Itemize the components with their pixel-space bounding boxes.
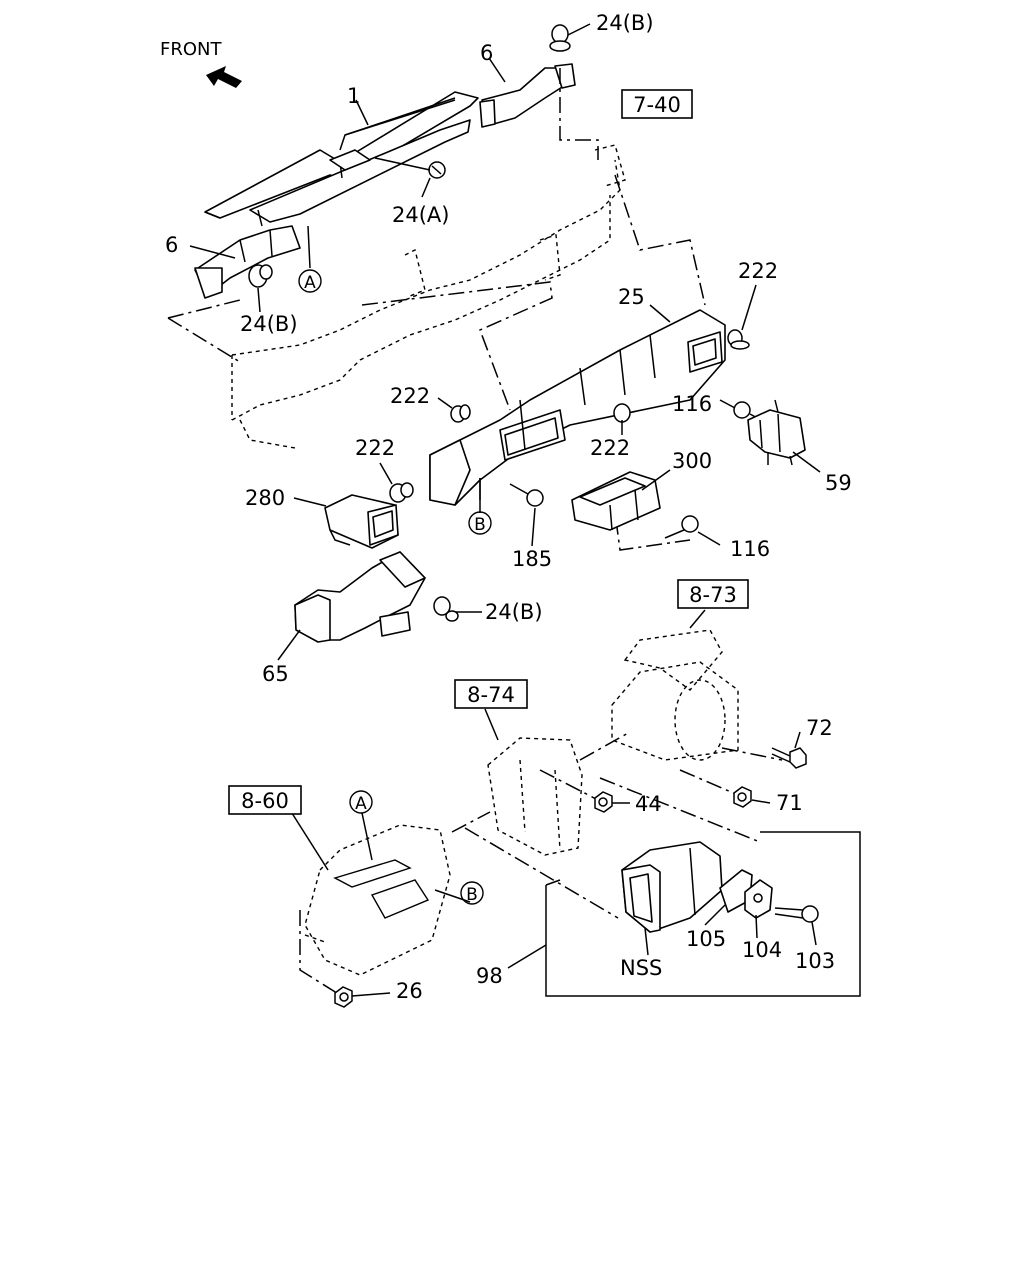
callout-105: 105 [686, 927, 726, 951]
mount-line-26 [299, 910, 341, 996]
vent-part-300 [571, 471, 661, 531]
ref-circle-a-low: A [349, 790, 373, 814]
evaporator-unit-8-74 [487, 737, 583, 856]
ref-circle-a-top: A [298, 269, 322, 293]
callout-24b-mid: 24(B) [485, 600, 543, 624]
link-8-74-8-73 [579, 731, 631, 761]
callout-6-left: 6 [165, 233, 178, 257]
callout-222-right: 222 [738, 259, 778, 283]
kit-98-bracket-tick [545, 879, 561, 886]
duct-nss [621, 841, 723, 933]
leader-lines [189, 23, 821, 997]
cross-car-beam-phantom [231, 144, 626, 449]
callout-222-c: 222 [355, 436, 395, 460]
heater-unit-8-60 [304, 824, 451, 976]
mount-line-main [361, 281, 553, 411]
screw-103 [774, 905, 819, 923]
callout-98: 98 [476, 964, 503, 988]
clip-24b-top [549, 24, 571, 52]
screw-116-bottom [664, 515, 699, 539]
callout-26: 26 [396, 979, 423, 1003]
bolt-72 [771, 747, 807, 769]
clip-24b-left [248, 264, 273, 288]
callout-116-top: 116 [672, 392, 712, 416]
svg-text:7-40: 7-40 [633, 93, 681, 117]
side-duct-part-6-top [479, 63, 576, 128]
link-44 [539, 769, 599, 801]
svg-text:8-60: 8-60 [241, 789, 289, 813]
svg-text:8-74: 8-74 [467, 683, 515, 707]
mount-line-6 [559, 68, 599, 160]
clip-222-right [727, 329, 750, 350]
callout-labels: 1 6 24(B) 24(A) 6 24(B) 25 222 222 222 2… [165, 11, 852, 1003]
link-72 [721, 747, 783, 761]
screw-185 [509, 483, 544, 507]
callout-103: 103 [795, 949, 835, 973]
side-duct-part-65 [294, 551, 426, 643]
callout-nss: NSS [620, 956, 662, 980]
section-ref-8-73[interactable]: 8-73 [677, 579, 749, 609]
side-duct-part-6-left [194, 225, 301, 299]
callout-24b-left: 24(B) [240, 312, 298, 336]
defroster-nozzle-part-1 [204, 91, 479, 227]
callout-222-a: 222 [390, 384, 430, 408]
link-8-60-8-74 [451, 811, 491, 833]
svg-text:B: B [474, 515, 486, 535]
callout-24b-top: 24(B) [596, 11, 654, 35]
mount-line-25 [614, 174, 706, 306]
svg-text:A: A [355, 794, 367, 814]
section-ref-8-60[interactable]: 8-60 [228, 785, 302, 815]
front-arrow-icon [206, 66, 242, 88]
callout-116-bottom: 116 [730, 537, 770, 561]
svg-text:A: A [304, 273, 316, 293]
clip-222-b [613, 403, 631, 423]
vent-part-280 [324, 494, 399, 549]
callout-44: 44 [635, 792, 662, 816]
callout-24a: 24(A) [392, 203, 449, 227]
plate-104 [744, 879, 773, 919]
mount-line-116 [611, 489, 691, 551]
clip-222-a [450, 404, 471, 423]
nut-44 [594, 791, 613, 813]
nut-26 [334, 986, 353, 1008]
svg-text:8-73: 8-73 [689, 583, 737, 607]
bracket-part-59 [747, 399, 806, 466]
section-ref-8-74[interactable]: 8-74 [454, 679, 528, 709]
callout-185: 185 [512, 547, 552, 571]
callout-104: 104 [742, 938, 782, 962]
link-8-73-98 [599, 777, 761, 843]
nut-71 [733, 786, 752, 808]
link-8-60-98 [464, 827, 619, 919]
ref-circle-b-low: B [460, 881, 484, 905]
screw-24a [374, 157, 446, 179]
callout-280: 280 [245, 486, 285, 510]
callout-222-b: 222 [590, 436, 630, 460]
section-ref-7-40[interactable]: 7-40 [621, 89, 693, 119]
callout-72: 72 [806, 716, 833, 740]
center-duct-part-25 [429, 309, 726, 506]
mount-line-6-left-b [167, 317, 241, 363]
mount-line-6-left [167, 299, 241, 319]
callout-59: 59 [825, 471, 852, 495]
ref-circle-b-mid: B [468, 511, 492, 535]
callout-1: 1 [347, 84, 360, 108]
kit-98-bracket [545, 831, 861, 997]
callout-65: 65 [262, 662, 289, 686]
clip-24b-mid [433, 596, 459, 622]
clip-222-c [389, 482, 414, 503]
link-71 [679, 769, 739, 796]
callout-71: 71 [776, 791, 803, 815]
callout-300: 300 [672, 449, 712, 473]
callout-6-top: 6 [480, 41, 493, 65]
front-label: FRONT [160, 39, 222, 60]
svg-text:B: B [466, 885, 478, 905]
callout-25: 25 [618, 285, 645, 309]
blower-unit-8-73 [611, 629, 739, 761]
